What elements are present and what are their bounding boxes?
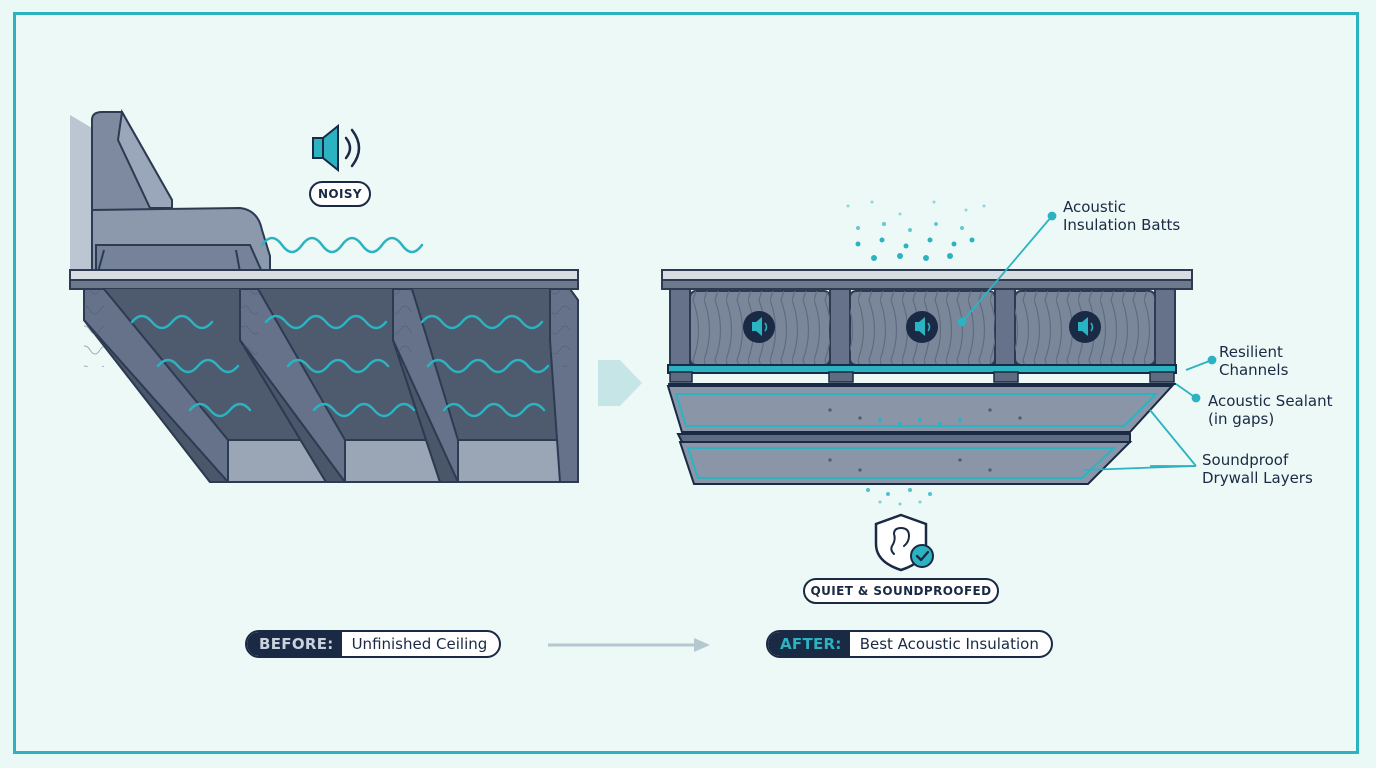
- armchair-icon: [91, 108, 271, 273]
- callout-leaders: [957, 211, 1217, 471]
- before-tag: BEFORE:: [247, 632, 342, 656]
- drywall-fasteners: [828, 408, 1022, 472]
- before-illustration: [69, 108, 579, 483]
- drywall-layers: [666, 385, 1175, 485]
- resilient-channel: [667, 364, 1177, 374]
- after-text: Best Acoustic Insulation: [859, 635, 1039, 653]
- muted-speaker-icons: [743, 311, 1101, 343]
- before-label: BEFORE: Unfinished Ceiling: [245, 630, 502, 658]
- joists: [83, 288, 579, 483]
- quiet-badge: QUIET & SOUNDPROOFED: [803, 578, 999, 604]
- after-label: AFTER: Best Acoustic Insulation: [766, 630, 1053, 658]
- arrow-right-icon: [598, 360, 642, 406]
- check-icon: [910, 544, 934, 568]
- wall-shadow: [70, 115, 92, 272]
- before-text: Unfinished Ceiling: [351, 635, 488, 653]
- floor-slab: [69, 269, 579, 281]
- noisy-badge: NOISY: [309, 181, 371, 207]
- noise-particles: [846, 200, 986, 506]
- callout-sealant: Acoustic Sealant(in gaps): [1208, 392, 1333, 428]
- after-illustration: [661, 200, 1193, 572]
- arrow-right-icon: [548, 638, 710, 652]
- sound-waves: [130, 236, 550, 418]
- speaker-icon: [312, 123, 361, 173]
- after-tag: AFTER:: [768, 632, 850, 656]
